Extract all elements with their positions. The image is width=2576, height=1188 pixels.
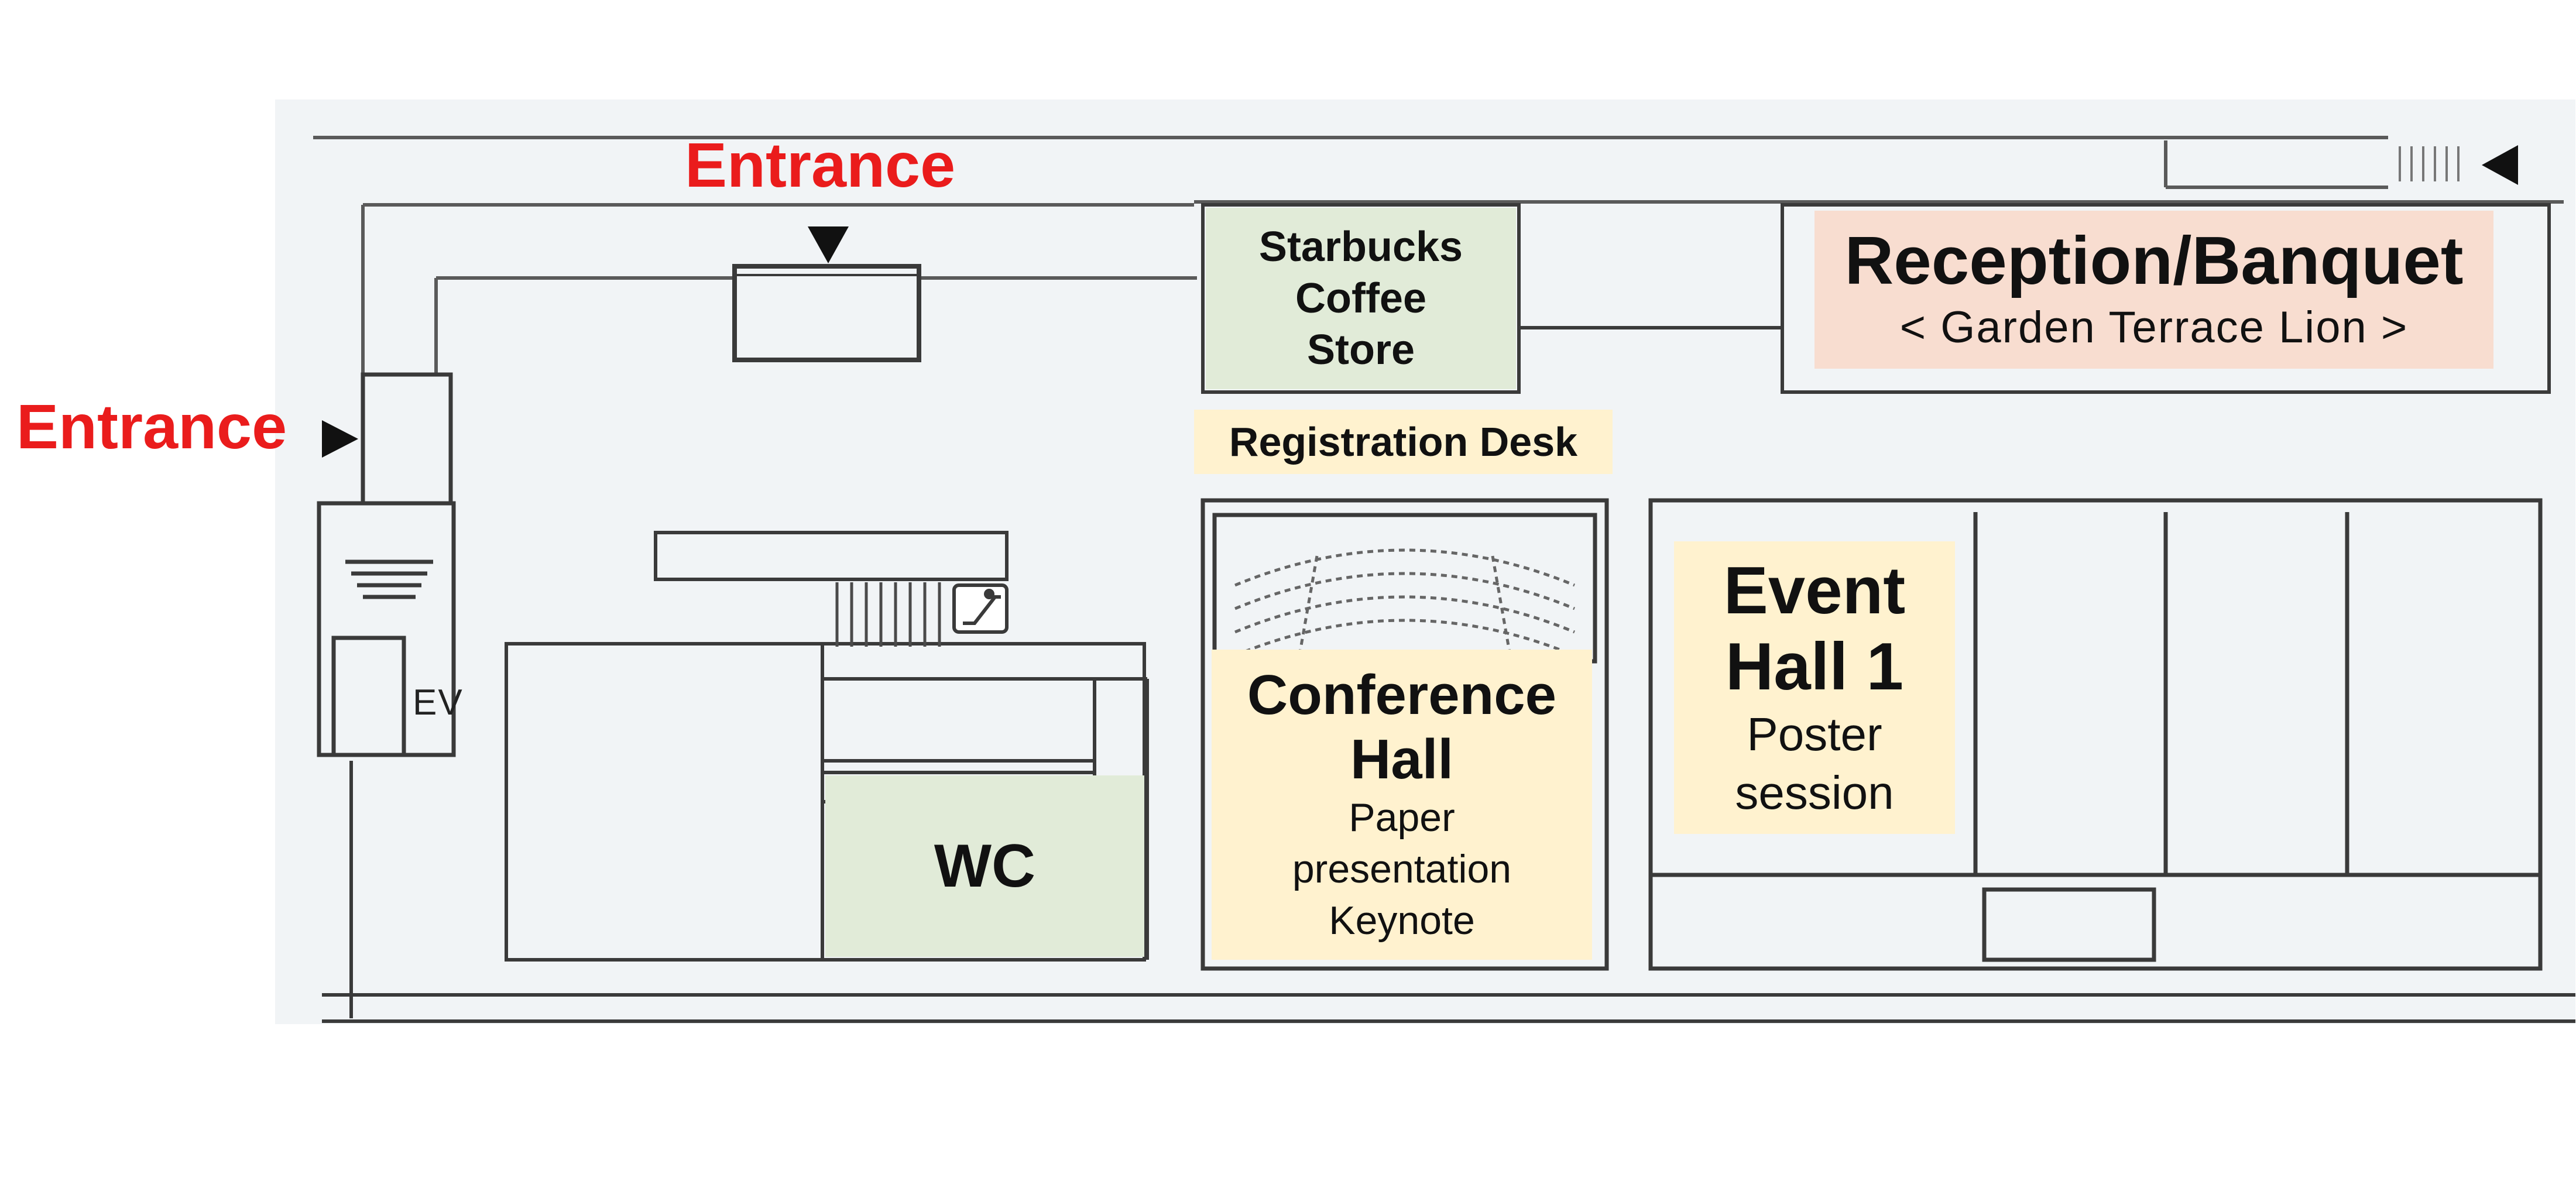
escalator-icon: [952, 583, 1009, 634]
registration-zone: [1194, 410, 1613, 474]
starbucks-line2: Coffee: [1295, 275, 1426, 322]
arrow-left-icon: [2482, 145, 2518, 185]
registration-desk-label: Registration Desk: [1229, 419, 1578, 465]
wc-zone: [825, 775, 1144, 957]
reception-subtitle: < Garden Terrace Lion >: [1899, 303, 2409, 352]
starbucks-line3: Store: [1306, 327, 1415, 373]
event-hall-label: Event Hall 1 Poster session: [1674, 541, 1955, 834]
left-entrance-label: Entrance: [16, 391, 287, 462]
event-hall-zone: [1674, 541, 1955, 834]
event-hall-frame: [1648, 498, 2543, 971]
escalator-hatching: [835, 582, 941, 647]
outer-corridor: [313, 136, 2564, 503]
bottom-corridor: [322, 993, 2575, 1023]
top-entrance-label: Entrance: [685, 129, 956, 200]
arrow-right-icon: [322, 420, 358, 458]
starbucks-zone: [1206, 208, 1516, 389]
conference-seating: [1234, 548, 1575, 657]
event-hall-title-line1: Event: [1723, 554, 1906, 628]
conference-desc-line3: Keynote: [1329, 898, 1475, 943]
event-hall-desc-line2: session: [1735, 767, 1894, 819]
top-entrance-door: [732, 264, 921, 362]
conference-title-line1: Conference: [1247, 664, 1557, 726]
stair-hatching-top-right: [2399, 146, 2460, 181]
conference-desc-line1: Paper: [1349, 795, 1455, 840]
reception-title: Reception/Banquet: [1844, 222, 2464, 298]
event-hall-desc-line1: Poster: [1747, 708, 1882, 760]
reception-zone: [1814, 211, 2493, 369]
conference-zone: [1212, 650, 1592, 960]
left-stair-block: [317, 372, 456, 757]
conference-desc-line2: presentation: [1292, 847, 1512, 891]
reception-banquet-label: Reception/Banquet < Garden Terrace Lion …: [1814, 211, 2493, 369]
conference-hall-label: Conference Hall Paper presentation Keyno…: [1212, 650, 1592, 960]
wc-label: WC: [934, 832, 1036, 900]
upper-room-frames: [1201, 203, 2551, 394]
conference-title-line2: Hall: [1350, 728, 1454, 791]
arrow-down-icon: [808, 226, 849, 263]
event-hall-title-line2: Hall 1: [1725, 630, 1904, 704]
starbucks-label: Starbucks Coffee Store: [1206, 217, 1516, 380]
elevator-label: EV: [413, 682, 464, 723]
starbucks-line1: Starbucks: [1258, 224, 1463, 270]
